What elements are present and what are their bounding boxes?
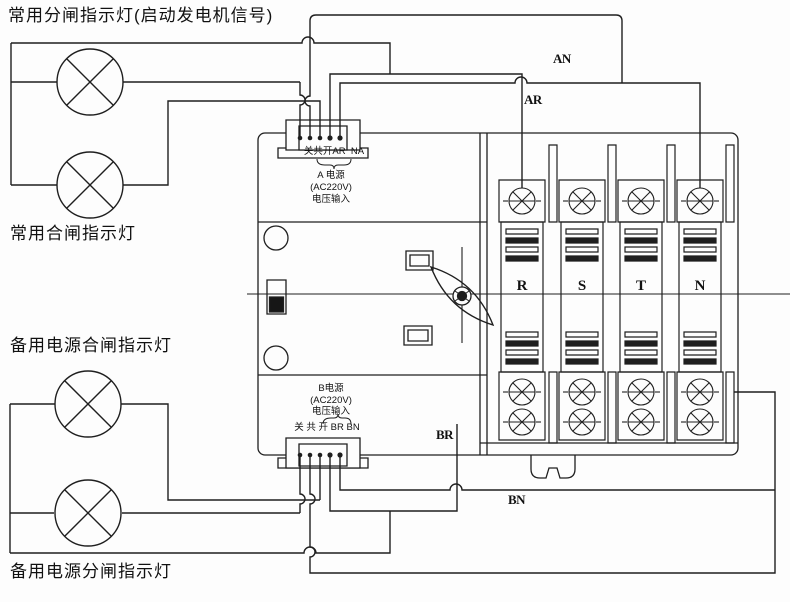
terminal-row-b-label: 关 共 开 BR BN bbox=[294, 422, 360, 433]
handle-hub-hatch bbox=[455, 291, 469, 301]
pole-s bbox=[559, 180, 605, 440]
wire-terminal-off-b bbox=[300, 455, 305, 513]
label-normal-open-lamp: 常用分闸指示灯(启动发电机信号) bbox=[8, 6, 274, 25]
wire-label-an: AN bbox=[553, 51, 571, 66]
device-front-panel bbox=[264, 226, 493, 370]
wire-bus-a bbox=[11, 43, 57, 185]
indicator-lamps bbox=[54, 48, 124, 547]
pole-label-t: T bbox=[635, 278, 646, 294]
brace-a bbox=[317, 159, 351, 169]
wire-common-b-to-n bbox=[310, 392, 775, 573]
pole-t bbox=[618, 180, 664, 440]
power-b-line3: 电压输入 bbox=[311, 406, 350, 417]
port-upper-inner bbox=[410, 255, 429, 266]
wire-common-a-to-n bbox=[305, 15, 622, 138]
port-lower-inner bbox=[408, 330, 428, 341]
terminal-row-a-label: 关共开AR NA bbox=[303, 146, 365, 157]
lamp-backup-open bbox=[54, 479, 122, 547]
pole-n bbox=[677, 180, 723, 440]
wire-bn bbox=[340, 455, 775, 490]
lamp-backup-closed bbox=[54, 370, 122, 438]
wire-label-ar: AR bbox=[524, 92, 542, 107]
wire-lamp2-to-on bbox=[123, 101, 320, 185]
power-a-line3: 电压输入 bbox=[311, 194, 350, 205]
mounting-hole-bottom bbox=[264, 346, 288, 370]
label-backup-open-lamp: 备用电源分闸指示灯 bbox=[10, 562, 172, 581]
wire-an bbox=[340, 77, 700, 188]
power-a-line2: (AC220V) bbox=[310, 182, 352, 193]
port-upper-outer bbox=[406, 251, 433, 270]
lamp-normal-open bbox=[56, 48, 124, 116]
brace-b bbox=[323, 414, 351, 424]
wire-lamp3-to-on bbox=[121, 404, 320, 500]
power-b-line2: (AC220V) bbox=[310, 395, 352, 406]
wire-bus-b-to-br bbox=[10, 511, 390, 553]
lamp-normal-closed bbox=[56, 151, 124, 219]
label-normal-closed-lamp: 常用合闸指示灯 bbox=[10, 224, 136, 243]
power-a-line1: A 电源 bbox=[317, 170, 345, 181]
power-b-line1: B电源 bbox=[318, 383, 344, 394]
wire-bus-b bbox=[10, 404, 55, 553]
din-clip bbox=[531, 455, 575, 478]
device-section-dividers bbox=[258, 133, 487, 455]
wire-bus-a-to-ar bbox=[11, 37, 390, 74]
slider-switch bbox=[267, 280, 286, 314]
aux-connector-a bbox=[278, 120, 368, 169]
pole-columns bbox=[499, 145, 734, 443]
pole-label-n: N bbox=[694, 278, 706, 294]
aux-connector-b bbox=[278, 414, 368, 468]
slider-knob bbox=[270, 297, 284, 312]
wire-br bbox=[330, 424, 457, 511]
pole-label-r: R bbox=[516, 278, 528, 294]
wiring bbox=[10, 15, 775, 573]
pole-label-s: S bbox=[577, 278, 587, 294]
port-lower-outer bbox=[404, 326, 432, 345]
label-backup-closed-lamp: 备用电源合闸指示灯 bbox=[10, 336, 172, 355]
mounting-hole-top bbox=[264, 226, 288, 250]
pole-separator-fins bbox=[549, 145, 734, 443]
pole-r bbox=[499, 180, 545, 440]
wire-label-br: BR bbox=[436, 427, 454, 442]
wire-ar bbox=[330, 74, 522, 188]
wire-label-bn: BN bbox=[508, 492, 526, 507]
rotary-handle bbox=[431, 267, 493, 325]
